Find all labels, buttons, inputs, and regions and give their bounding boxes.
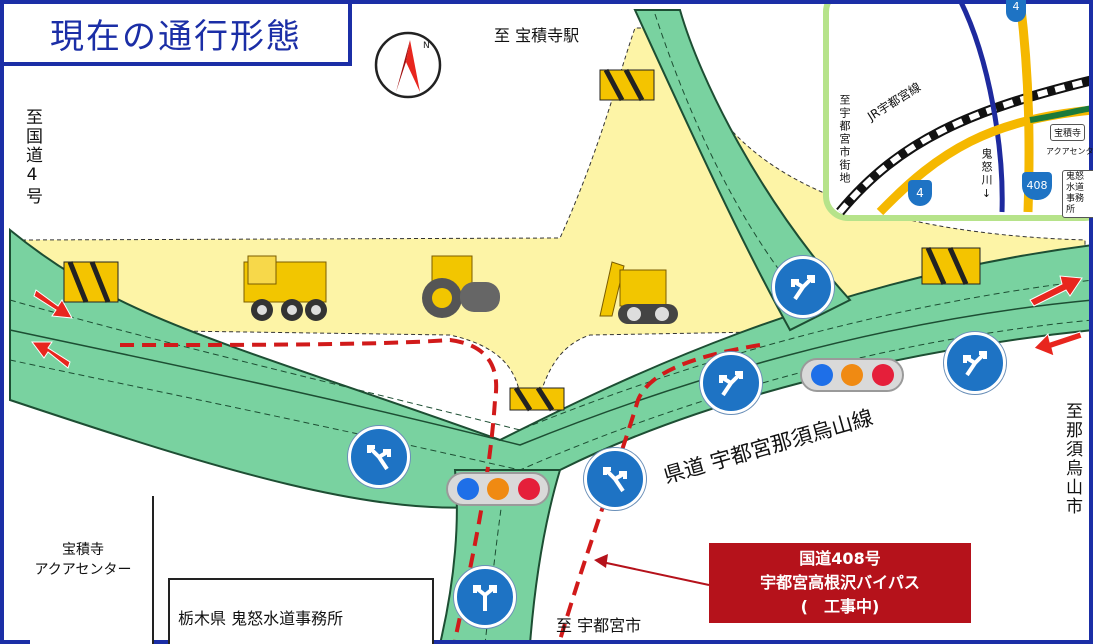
direction-sign-icon (772, 256, 834, 318)
bypass-route-right (558, 343, 761, 641)
lane-line-dashed (9, 319, 1093, 471)
north-arrow-icon: N (374, 31, 442, 99)
signal-lamp-red (517, 478, 540, 500)
label-to-station: 至 宝積寺駅 (494, 26, 580, 45)
signal-lamp-yellow (487, 478, 509, 500)
excavator-icon (599, 261, 678, 324)
barricade-icon (509, 386, 565, 412)
svg-text:N: N (423, 41, 430, 51)
prefectural-road (9, 227, 1093, 509)
signal-lamp-yellow (841, 364, 863, 386)
signal-lamp-blue (810, 364, 833, 386)
inset-aqua: アクアセンター (1046, 147, 1093, 156)
inset-route4-shield: 4 (1006, 0, 1026, 22)
label-to-nasukarasuyama: 至那須烏山市 (1062, 402, 1082, 516)
barricade-icon (599, 68, 655, 102)
label-office: 栃木県 鬼怒水道事務所 (178, 609, 344, 628)
callout-line2: 宇都宮高根沢バイパス (760, 573, 920, 592)
inset-route4-shield: 4 (908, 180, 932, 206)
direction-sign-icon (348, 426, 410, 488)
direction-sign-icon (700, 352, 762, 414)
traffic-signal-icon (800, 358, 904, 392)
label-aqua-center: 宝積寺 アクアセンター (34, 542, 132, 578)
lane-line (9, 299, 1093, 446)
label-to-utsunomiya: 至 宇都宮市 (556, 616, 642, 635)
bypass-route-left (119, 337, 499, 641)
inset-kinu-office: 鬼怒水道事務所 (1062, 170, 1093, 218)
callout-line1: 国道408号 (799, 549, 881, 568)
aqua-center-box (30, 496, 154, 644)
inset-hoshakuji: 宝積寺 (1050, 124, 1086, 141)
road-to-station (633, 9, 852, 332)
lane-line-dashed (9, 279, 1093, 431)
callout-line3: ( 工事中) (800, 597, 880, 616)
label-to-route4: 至国道4号 (22, 108, 42, 206)
bypass-callout: 国道408号 宇都宮高根沢バイパス ( 工事中) (709, 543, 971, 623)
barricade-icon (63, 261, 119, 303)
inset-route408-shield: 408 (1022, 172, 1052, 200)
road-roller-icon (422, 255, 500, 318)
direction-sign-icon (454, 566, 516, 628)
signal-lamp-red (871, 364, 894, 386)
title-box: 現在の通行形態 (0, 0, 352, 66)
traffic-signal-icon (446, 472, 550, 506)
dump-truck-icon (243, 255, 327, 321)
page-title: 現在の通行形態 (50, 16, 302, 57)
barricade-icon (921, 246, 981, 286)
signal-lamp-blue (456, 478, 479, 500)
direction-sign-icon (944, 332, 1006, 394)
traffic-arrow-icon (31, 275, 1083, 369)
callout-pointer (601, 561, 710, 586)
inset-kinugawa: 鬼怒川↓ (980, 148, 993, 202)
callout-arrowhead (594, 554, 608, 568)
direction-sign-icon (584, 448, 646, 510)
inset-to-city: 至宇都宮市街地 (838, 94, 851, 185)
office-box (168, 578, 434, 644)
lane-line-dashed (654, 13, 816, 316)
